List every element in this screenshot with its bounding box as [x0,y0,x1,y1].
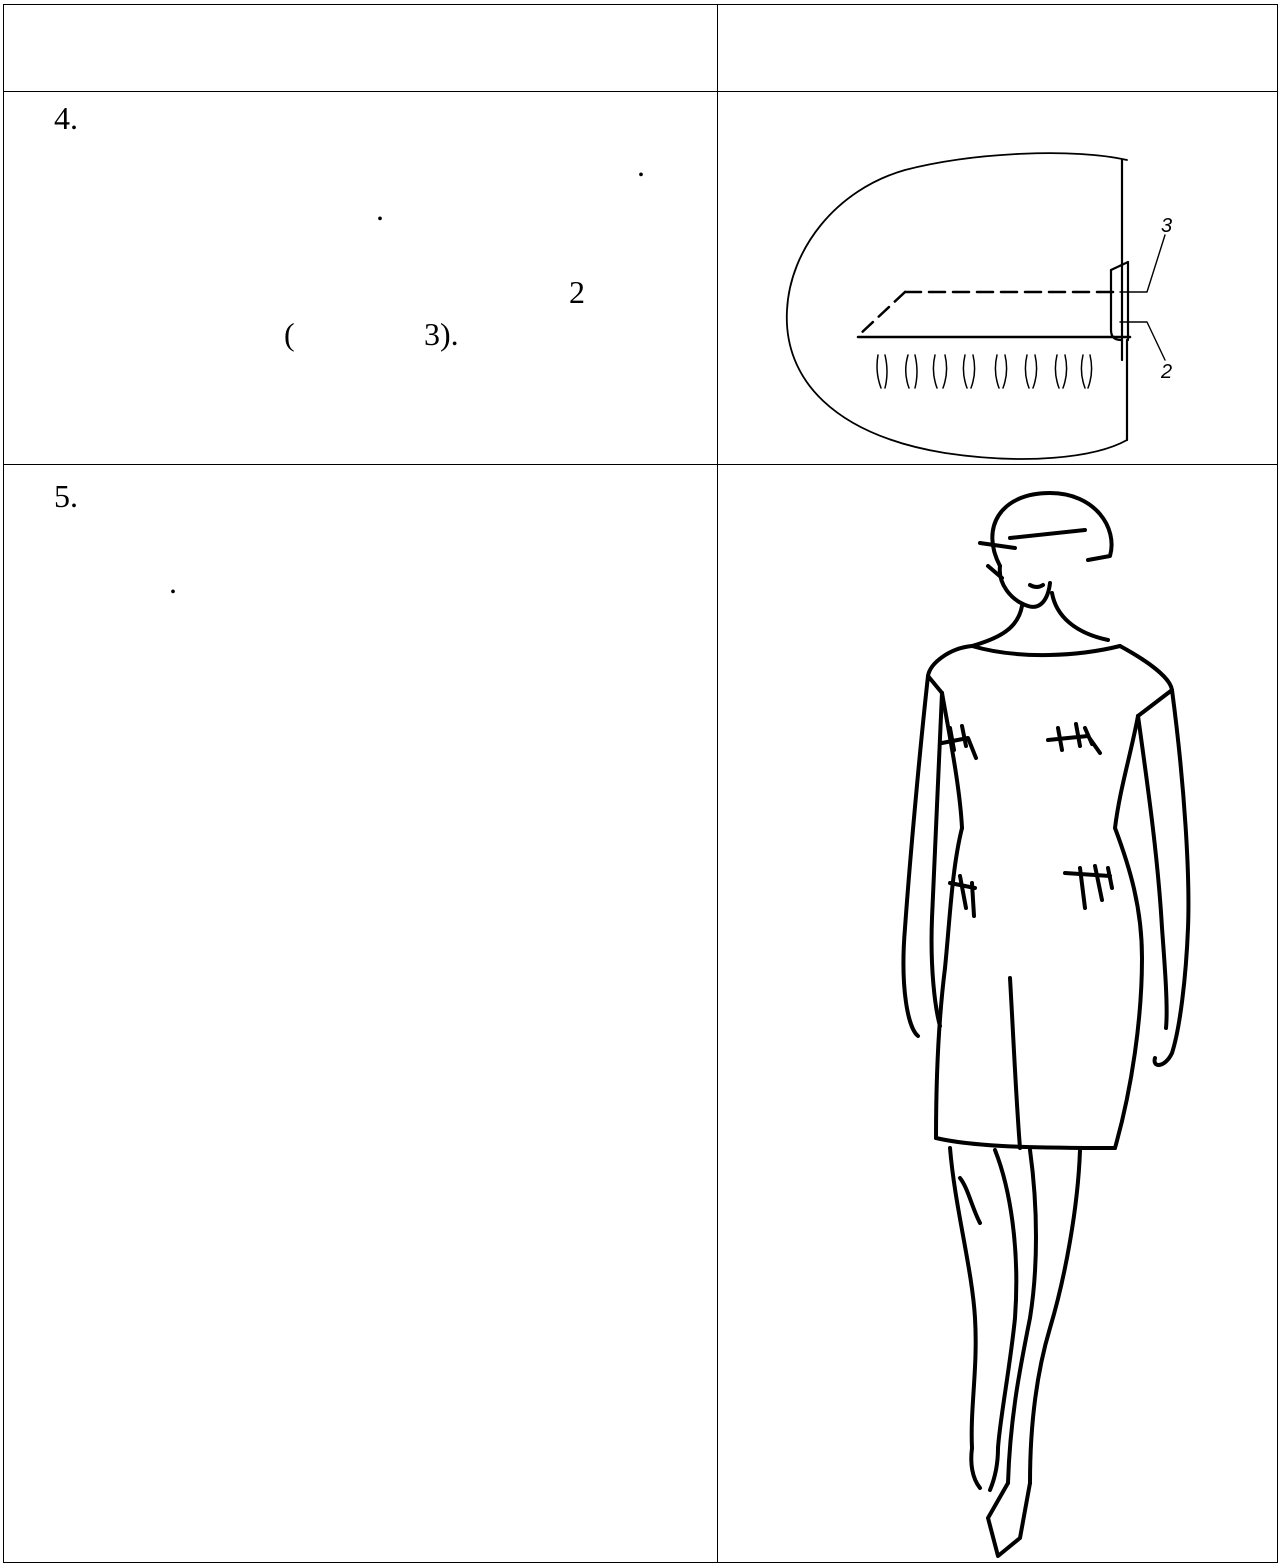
step-text-fragment: . [169,565,177,599]
callout-label: 3 [1161,215,1172,237]
skirt-right [1115,958,1142,1148]
bodice-left [942,693,962,828]
right-sleeve [1120,646,1172,716]
hem-fold [1111,262,1128,340]
hair [992,493,1111,566]
step-text-fragment: . [637,148,645,182]
bangs [1010,530,1085,538]
left-leg [950,1148,976,1448]
skirt-hem [936,1138,1115,1148]
gather-marks [877,355,1092,388]
step-text-fragment: 2 [569,275,585,309]
step-number: 5. [54,479,78,513]
skirt-left [936,968,945,1138]
waist-drape-left [950,876,975,916]
right-shoe [988,1483,1030,1556]
table-border-bottom [3,1562,1278,1563]
table-border-right [1277,4,1278,1562]
left-shoe [971,1448,998,1490]
dashed-seam-line [858,292,905,336]
table-row [4,5,1276,91]
step-text-fragment: . [376,192,384,226]
step-text-fragment: ( [284,317,295,351]
neck [972,606,1022,646]
fabric-outline [787,153,1127,459]
bodice-right [1115,716,1142,958]
waist-drape-right [1065,866,1112,908]
left-arm [903,676,928,1036]
step-text-fragment: 3). [424,317,459,351]
hem-fold [1111,270,1121,340]
hem-fold-diagram: 3 2 [775,140,1215,465]
step-number: 4. [54,101,78,135]
mouth [1030,585,1043,587]
dress-fashion-sketch [880,488,1210,1562]
bust-drape-right [1048,724,1100,753]
neckline [972,646,1120,655]
left-sleeve [928,646,972,693]
callout-label: 2 [1160,361,1172,383]
center-line [1010,978,1020,1148]
